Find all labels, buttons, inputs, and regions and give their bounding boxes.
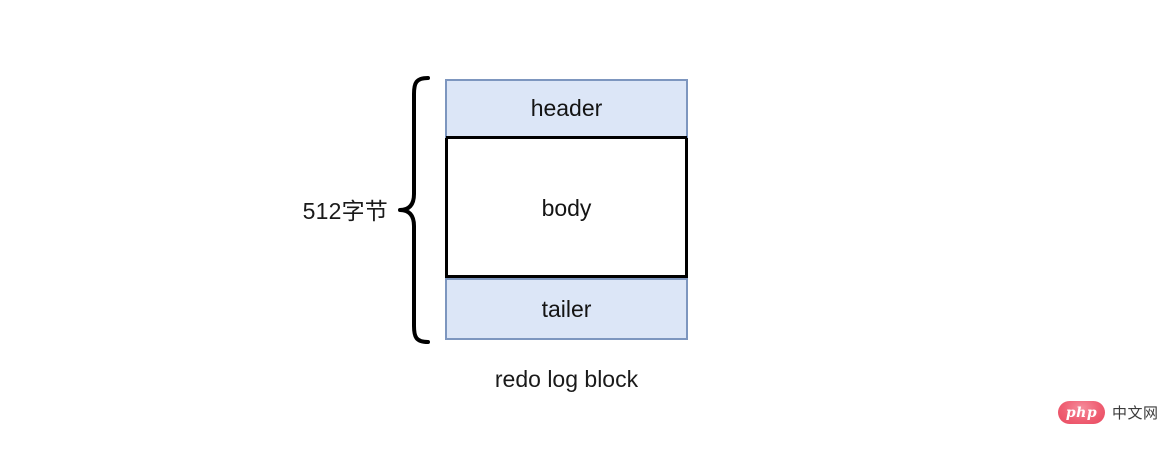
watermark: php 中文网 bbox=[1058, 401, 1159, 424]
size-annotation-label: 512字节 bbox=[302, 198, 388, 224]
block-section-body: body bbox=[445, 138, 688, 278]
curly-brace-icon bbox=[398, 76, 430, 344]
block-section-tailer-label: tailer bbox=[541, 295, 592, 322]
block-section-tailer: tailer bbox=[445, 278, 688, 340]
block-section-header: header bbox=[445, 79, 688, 138]
php-logo-icon: php bbox=[1058, 401, 1105, 424]
body-bottom-divider bbox=[446, 275, 687, 278]
redo-log-block-stack: header body tailer bbox=[445, 79, 688, 340]
body-top-divider bbox=[446, 136, 687, 139]
watermark-site-label: 中文网 bbox=[1112, 405, 1159, 422]
curly-brace bbox=[396, 74, 434, 346]
block-section-body-label: body bbox=[541, 194, 592, 221]
block-section-header-label: header bbox=[530, 95, 603, 121]
diagram-caption: redo log block bbox=[494, 366, 639, 392]
